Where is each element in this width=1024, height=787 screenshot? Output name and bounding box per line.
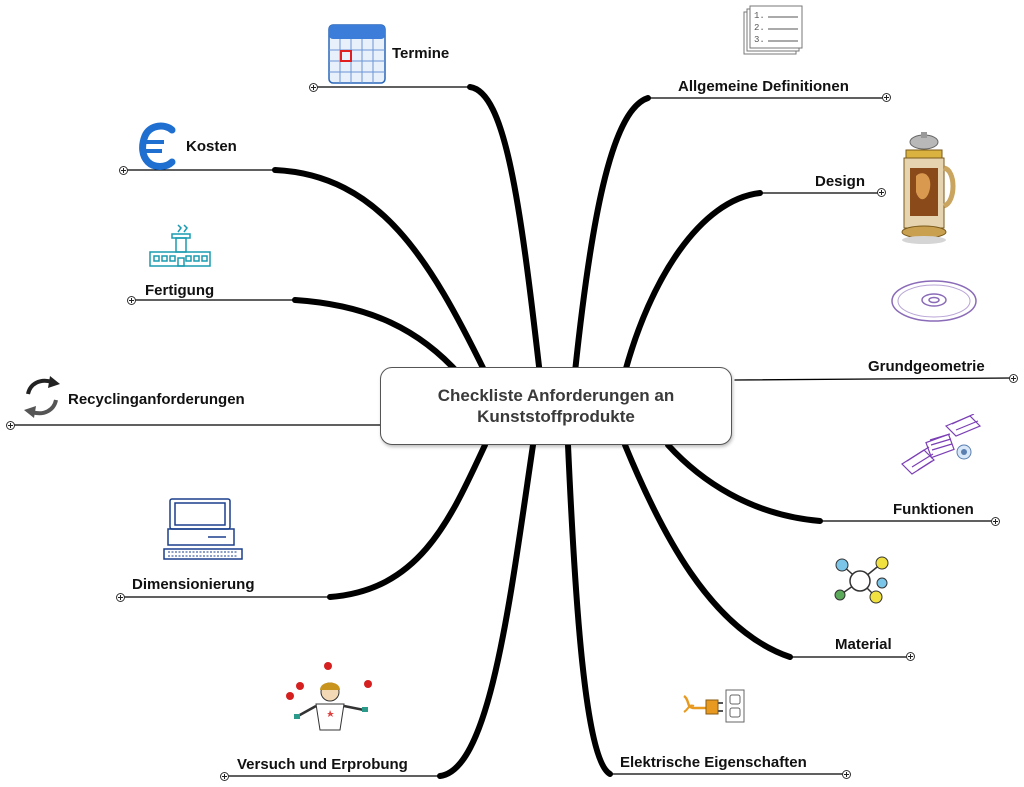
expand-toggle-termine[interactable] bbox=[309, 83, 318, 92]
branch-label-termine[interactable]: Termine bbox=[392, 45, 450, 62]
list-icon-number-3: 3. bbox=[754, 35, 765, 45]
numbered-list-icon: 1. 2. 3. bbox=[743, 5, 803, 55]
branch-label-funktionen[interactable]: Funktionen bbox=[893, 501, 974, 518]
expand-toggle-recycling[interactable] bbox=[6, 421, 15, 430]
central-topic-line1: Checkliste Anforderungen an bbox=[437, 386, 675, 405]
branch-connector-kosten bbox=[272, 167, 488, 375]
branch-label-dimensionierung[interactable]: Dimensionierung bbox=[132, 576, 255, 593]
branch-label-recycling[interactable]: Recyclinganforderungen bbox=[68, 391, 245, 408]
branch-label-fertigung[interactable]: Fertigung bbox=[145, 282, 215, 299]
expand-toggle-material[interactable] bbox=[906, 652, 915, 661]
branch-connector-versuch bbox=[437, 442, 536, 779]
branch-label-versuch[interactable]: Versuch und Erprobung bbox=[237, 756, 408, 773]
expand-toggle-funktionen[interactable] bbox=[991, 517, 1000, 526]
branch-connector-funktionen bbox=[665, 442, 823, 524]
expand-toggle-elektrisch[interactable] bbox=[842, 770, 851, 779]
branch-connector-fertigung bbox=[292, 297, 463, 378]
euro-icon bbox=[139, 122, 176, 170]
branch-label-elektrisch[interactable]: Elektrische Eigenschaften bbox=[620, 754, 807, 771]
list-icon-number-1: 1. bbox=[754, 11, 765, 21]
central-topic-line2: Kunststoffprodukte bbox=[477, 407, 635, 426]
expand-toggle-kosten[interactable] bbox=[119, 166, 128, 175]
expand-toggle-fertigung[interactable] bbox=[127, 296, 136, 305]
juggler-icon bbox=[286, 662, 372, 731]
satellite-icon bbox=[901, 414, 982, 475]
expand-toggle-versuch[interactable] bbox=[220, 772, 229, 781]
branch-connector-material bbox=[622, 442, 793, 660]
cd-disc-icon bbox=[891, 280, 977, 322]
branch-connector-elektrisch bbox=[565, 442, 613, 777]
power-plug-icon bbox=[683, 689, 745, 723]
expand-toggle-allgemein[interactable] bbox=[882, 93, 891, 102]
branch-label-allgemein[interactable]: Allgemeine Definitionen bbox=[678, 78, 849, 95]
branch-line-grundgeometrie bbox=[734, 377, 1013, 381]
computer-icon bbox=[163, 498, 243, 560]
central-topic[interactable]: Checkliste Anforderungen an Kunststoffpr… bbox=[380, 367, 732, 445]
branch-label-material[interactable]: Material bbox=[835, 636, 892, 653]
list-icon-number-2: 2. bbox=[754, 23, 765, 33]
branch-connector-termine bbox=[467, 84, 543, 378]
expand-toggle-dimensionierung[interactable] bbox=[116, 593, 125, 602]
branch-connector-allgemein bbox=[572, 95, 651, 375]
molecule-icon bbox=[834, 556, 889, 604]
beer-stein-icon bbox=[901, 132, 956, 244]
expand-toggle-grundgeometrie[interactable] bbox=[1009, 374, 1018, 383]
branch-connector-design bbox=[622, 190, 763, 375]
expand-toggle-design[interactable] bbox=[877, 188, 886, 197]
branch-label-design[interactable]: Design bbox=[815, 173, 866, 190]
calendar-icon bbox=[328, 24, 386, 84]
recycle-icon bbox=[24, 376, 60, 418]
branch-label-grundgeometrie[interactable]: Grundgeometrie bbox=[868, 358, 985, 375]
branch-connector-dimensionierung bbox=[327, 442, 488, 600]
branch-label-kosten[interactable]: Kosten bbox=[186, 138, 237, 155]
factory-icon bbox=[149, 224, 211, 267]
